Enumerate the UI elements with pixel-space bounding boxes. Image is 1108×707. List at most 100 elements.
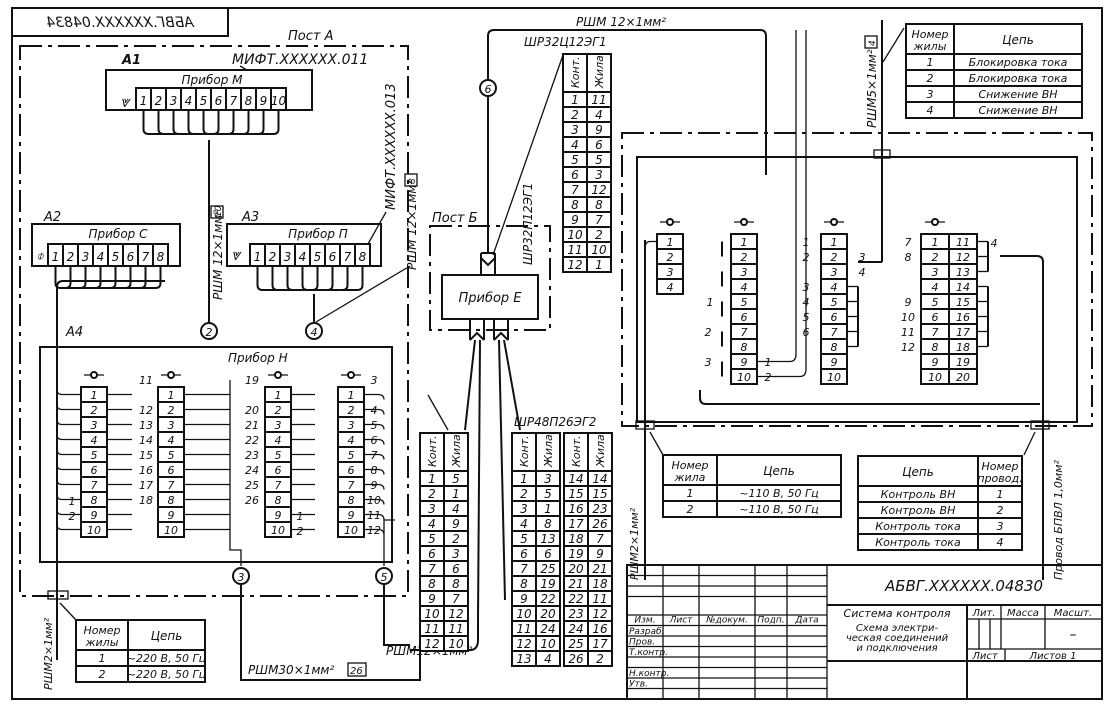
table-cell: 10 xyxy=(424,607,440,621)
table-cell: 3 xyxy=(927,88,934,101)
a3-doc-leader xyxy=(367,211,387,245)
svg-text:5: 5 xyxy=(381,571,388,584)
pin-number: 6 xyxy=(127,250,135,264)
table-cell: 9 xyxy=(520,592,528,606)
label: 2 xyxy=(297,525,304,538)
table-cell: 1 xyxy=(571,93,579,107)
a2-ref: А2 xyxy=(43,210,61,225)
label: 10 xyxy=(367,494,381,507)
table-cell: 2 xyxy=(99,668,106,681)
pin-number: 6 xyxy=(329,250,337,264)
terminal-number: 8 xyxy=(348,494,355,507)
label: 6 xyxy=(371,434,378,447)
table-cell: 12 xyxy=(448,607,463,621)
device-e-name: Прибор Е xyxy=(458,291,522,306)
table-cell: 2 xyxy=(428,487,436,501)
label: 12 xyxy=(367,524,381,537)
table-cell: 6 xyxy=(571,168,579,182)
terminal-number: 4 xyxy=(91,434,98,447)
pin-number: 7 xyxy=(230,94,238,108)
terminal-number: 10 xyxy=(87,524,101,537)
label: 22 xyxy=(245,434,259,447)
table-cell: 9 xyxy=(596,547,604,561)
a4-terminal-blocks: 1234567891012345678910123456789101234567… xyxy=(56,371,395,566)
device-e xyxy=(441,274,539,320)
table-cell: 14 xyxy=(568,472,583,486)
terminal-number: 3 xyxy=(168,419,175,432)
cable-c6-tag: 4 xyxy=(868,40,878,46)
terminal-number: 4 xyxy=(275,434,282,447)
terminal-number: 2 xyxy=(932,251,939,264)
label: 2 xyxy=(69,510,76,523)
label: 2 xyxy=(705,326,712,339)
table-cell: 25 xyxy=(568,637,583,651)
a2-name: Прибор С xyxy=(89,227,149,241)
table-cell: 8 xyxy=(595,198,603,212)
cable-c1-tag: 10 xyxy=(214,205,224,217)
terminal-number: 12 xyxy=(956,251,970,264)
table-cell: 8 xyxy=(452,577,460,591)
terminal-cell xyxy=(820,368,848,385)
scale-value: – xyxy=(1070,627,1077,643)
table-cell: 4 xyxy=(544,652,552,666)
terminal-number: 2 xyxy=(348,404,355,417)
a1-doc: МИФТ.XXXXXX.011 xyxy=(232,52,368,68)
table-cell: 13 xyxy=(516,652,531,666)
terminal-number: 8 xyxy=(91,494,98,507)
table-cell: 8 xyxy=(544,517,552,531)
table-cell: 9 xyxy=(452,517,460,531)
label: 26 xyxy=(245,494,259,507)
socket-right xyxy=(493,319,509,341)
table-cell: 1 xyxy=(544,502,552,516)
label: 8 xyxy=(905,251,912,264)
pin-number: 4 xyxy=(97,250,105,264)
terminal-number: 10 xyxy=(928,371,942,384)
label: 1 xyxy=(803,236,810,249)
terminal-number: 10 xyxy=(827,371,841,384)
column-header: Цепь xyxy=(151,629,183,643)
column-header: Жила xyxy=(593,55,606,89)
table-cell: 1 xyxy=(428,472,436,486)
table-cell: 24 xyxy=(568,622,583,636)
column-header: Номер xyxy=(83,624,120,637)
mass-label: Масса xyxy=(1007,608,1039,619)
a3-harness xyxy=(256,266,364,291)
lit-label: Лит. xyxy=(971,608,995,619)
a3-doc: МИФТ.XXXXXX.013 xyxy=(384,83,399,210)
column-header: жила xyxy=(674,471,706,484)
column-header: Номер xyxy=(981,460,1018,473)
terminal-number: 6 xyxy=(275,464,282,477)
label: 1 xyxy=(765,356,772,369)
label: 4 xyxy=(803,296,810,309)
table-cell: Контроль ВН xyxy=(881,504,956,517)
a4-ref: А4 xyxy=(65,325,83,340)
terminal-number: 11 xyxy=(956,236,970,249)
terminal-number: 6 xyxy=(932,311,939,324)
terminal-number: 3 xyxy=(91,419,98,432)
pin-number: 1 xyxy=(254,250,262,264)
terminal-number: 2 xyxy=(667,251,674,264)
terminal-number: 18 xyxy=(956,341,970,354)
table-cell: 7 xyxy=(596,532,604,546)
title-col-header: №докум. xyxy=(705,616,748,626)
terminal-number: 4 xyxy=(667,281,674,294)
table-cell: 10 xyxy=(448,637,464,651)
table-cell: 6 xyxy=(544,547,552,561)
table-cell: 10 xyxy=(567,228,583,242)
table-cell: 9 xyxy=(571,213,579,227)
